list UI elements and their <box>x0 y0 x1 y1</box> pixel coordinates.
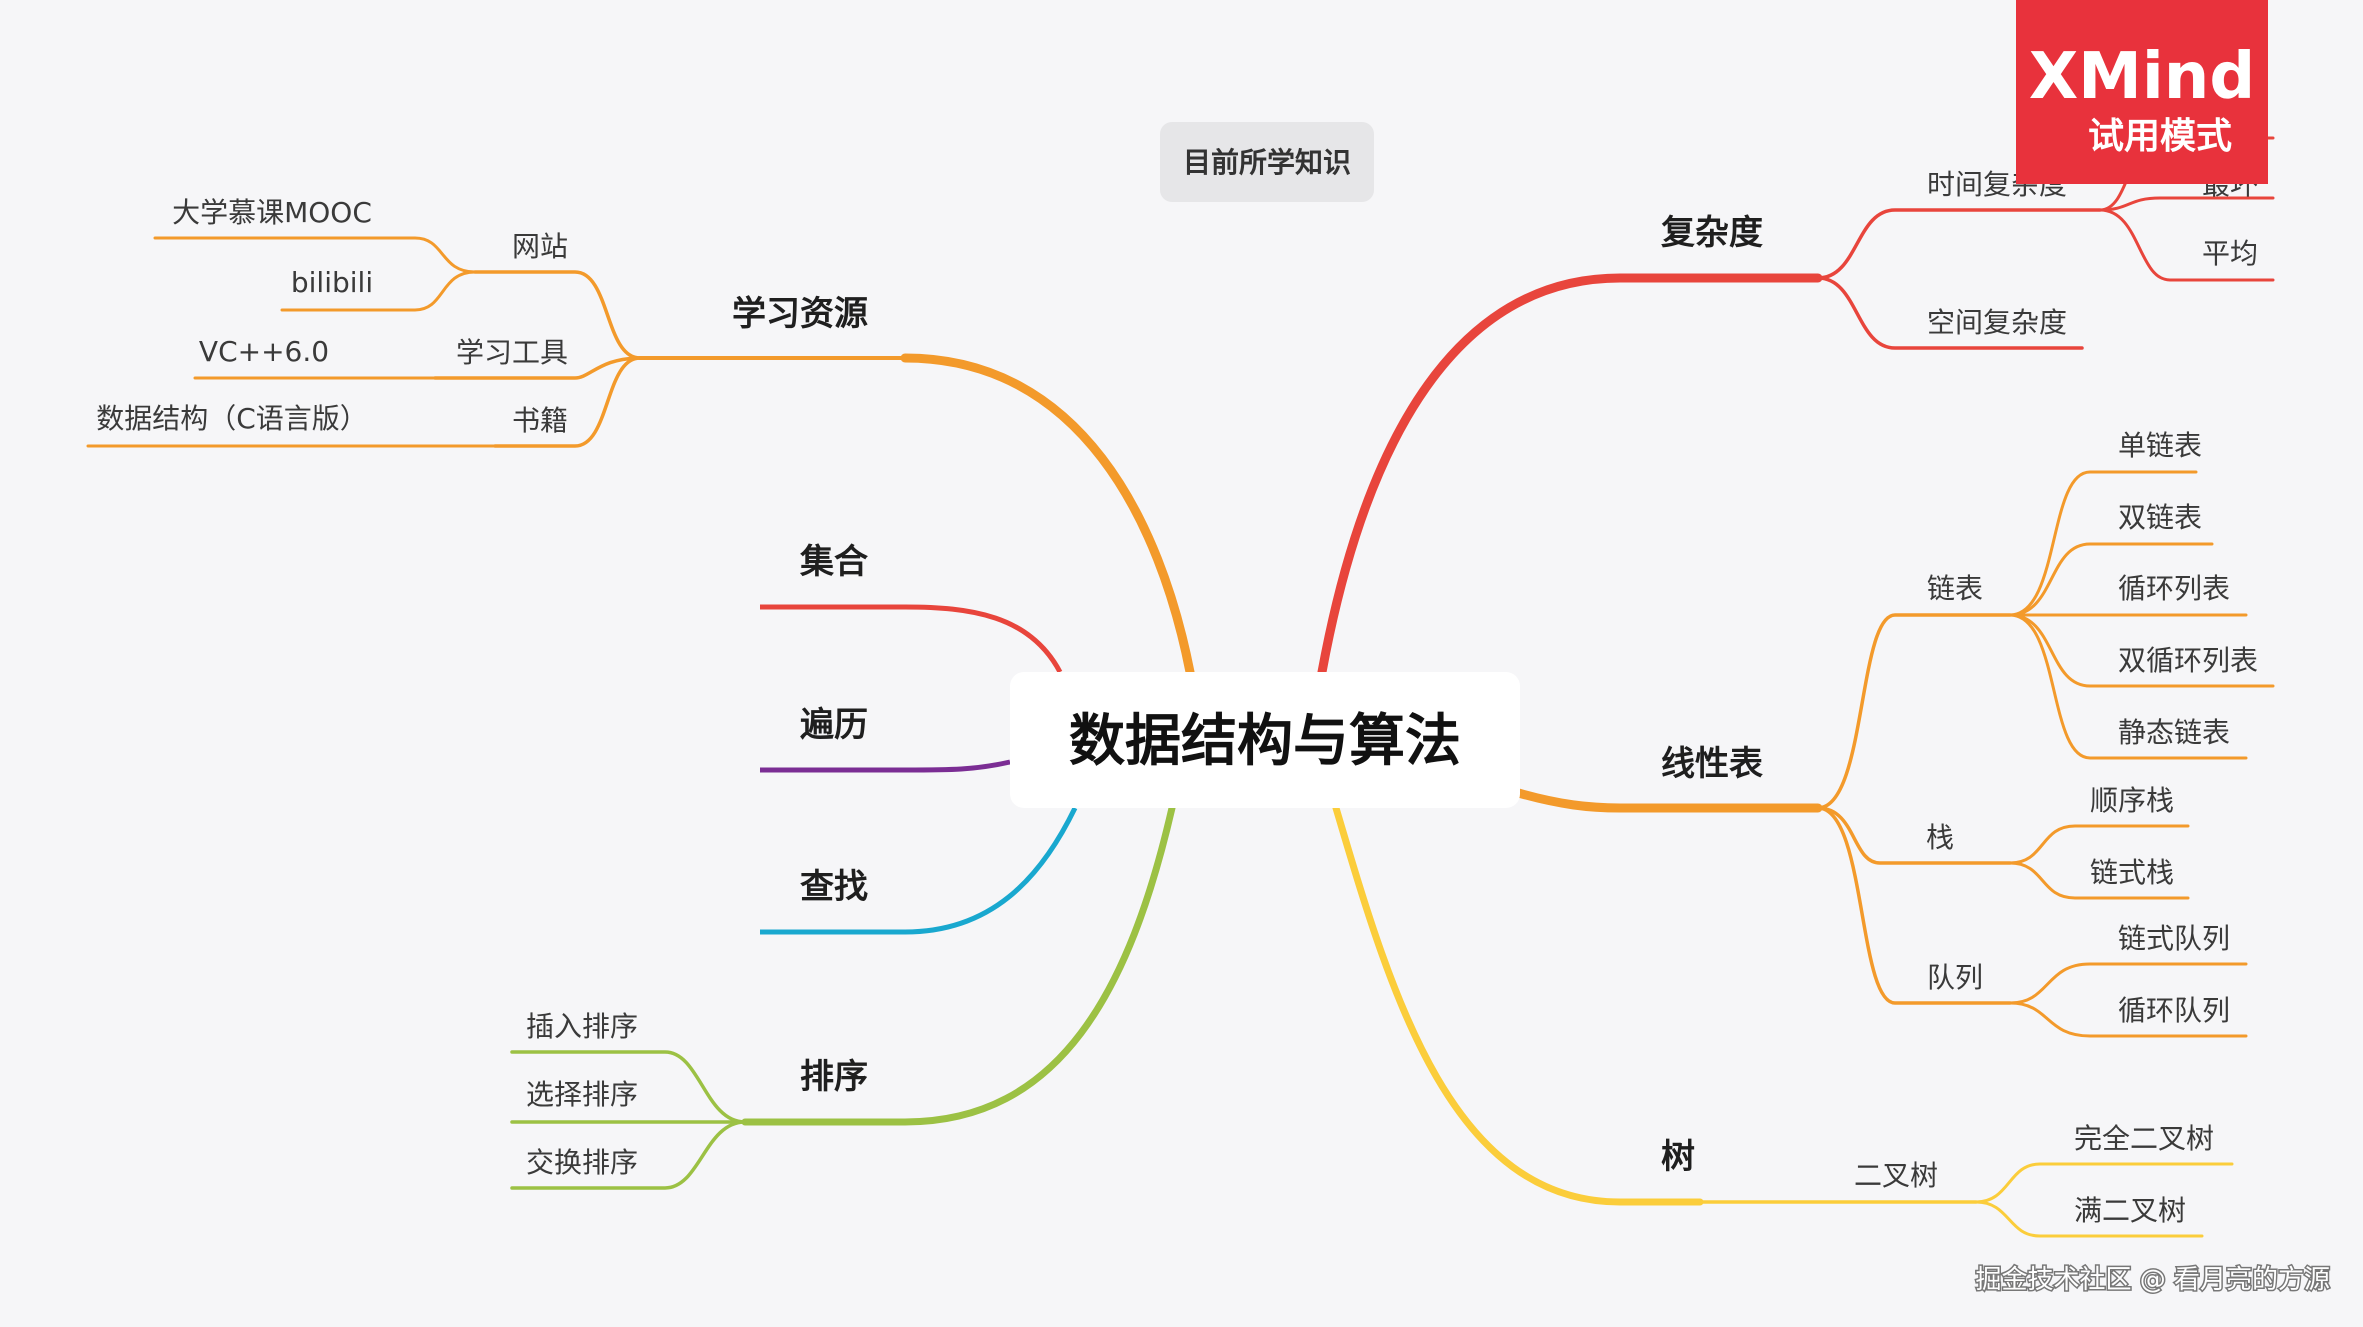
central-topic-label: 数据结构与算法 <box>1069 709 1461 774</box>
floating-topic[interactable]: 目前所学知识 <box>1160 122 1374 202</box>
connector-website <box>473 270 642 360</box>
floating-topic-label: 目前所学知识 <box>1183 146 1351 179</box>
topic-complexity[interactable]: 复杂度 <box>1661 213 1763 253</box>
topic-stack[interactable]: 栈 <box>1926 821 1954 854</box>
topic-circular-list[interactable]: 循环列表 <box>2118 572 2230 605</box>
connector-full <box>1974 1200 2204 1238</box>
xmind-trial-watermark: XMind 试用模式 <box>2016 0 2268 184</box>
topic-select-sort[interactable]: 选择排序 <box>526 1078 638 1111</box>
connector-seq-stack <box>2008 824 2190 865</box>
connector-worst <box>2098 196 2275 212</box>
topic-search[interactable]: 查找 <box>800 867 868 907</box>
connector-link-queue <box>2008 962 2248 1005</box>
topic-linear-list[interactable]: 线性表 <box>1661 744 1763 784</box>
connector-main-tree <box>1332 804 1704 1206</box>
connector-stack <box>1816 806 2012 865</box>
topic-space-complexity[interactable]: 空间复杂度 <box>1927 306 2067 339</box>
connector-traversal <box>760 759 1011 773</box>
connector-swap-sort <box>510 1120 747 1190</box>
topic-learning-resources[interactable]: 学习资源 <box>732 294 868 334</box>
branch-tree <box>1332 804 2234 1238</box>
connector-book <box>493 356 642 448</box>
topic-sorting[interactable]: 排序 <box>800 1057 868 1097</box>
topic-linked-list[interactable]: 链表 <box>1927 572 1983 605</box>
connector-space <box>1816 276 2084 350</box>
topic-complete-binary[interactable]: 完全二叉树 <box>2074 1122 2214 1155</box>
connector-static <box>2008 613 2248 760</box>
topic-circular-queue[interactable]: 循环队列 <box>2118 994 2230 1027</box>
connector-insert-sort <box>510 1050 747 1124</box>
topic-traversal[interactable]: 遍历 <box>800 705 868 745</box>
connector-link-stack <box>2008 861 2190 900</box>
central-topic[interactable]: 数据结构与算法 <box>1010 672 1520 808</box>
topic-singly-linked[interactable]: 单链表 <box>2118 429 2202 462</box>
connector-bilibili <box>280 270 477 312</box>
topic-full-binary[interactable]: 满二叉树 <box>2074 1194 2186 1227</box>
topic-static-linked[interactable]: 静态链表 <box>2118 716 2230 749</box>
topic-insert-sort[interactable]: 插入排序 <box>526 1010 638 1043</box>
connector-mooc <box>153 236 477 274</box>
topic-book[interactable]: 书籍 <box>512 404 568 437</box>
watermark-subtitle: 试用模式 <box>2088 116 2232 157</box>
topic-double-circular[interactable]: 双循环列表 <box>2118 644 2258 677</box>
branch-linear-list <box>1510 470 2275 1038</box>
connector-main-learning <box>900 353 1195 677</box>
watermark-title: XMind <box>2029 40 2255 114</box>
topic-mooc[interactable]: 大学慕课MOOC <box>172 196 372 229</box>
connector-tool <box>433 356 642 380</box>
topic-queue[interactable]: 队列 <box>1927 961 1983 994</box>
topic-swap-sort[interactable]: 交换排序 <box>526 1146 638 1179</box>
connector-queue <box>1816 806 2012 1005</box>
branch-sorting <box>510 804 1176 1190</box>
connector-average <box>2098 208 2275 282</box>
connector-doubly <box>2008 542 2214 617</box>
connector-circ-queue <box>2008 1001 2248 1038</box>
footer-credit: 掘金技术社区 @ 看月亮的方源 <box>1975 1265 2330 1295</box>
connector-singly <box>2008 470 2198 617</box>
connector-set <box>760 604 1063 674</box>
branch-learning-resources <box>86 236 1195 677</box>
topic-tool[interactable]: 学习工具 <box>456 336 568 369</box>
topic-tree[interactable]: 树 <box>1661 1137 1695 1177</box>
topic-average[interactable]: 平均 <box>2202 237 2258 270</box>
topic-vc[interactable]: VC++6.0 <box>199 335 329 368</box>
topic-set[interactable]: 集合 <box>799 542 868 582</box>
topic-doubly-linked[interactable]: 双链表 <box>2118 501 2202 534</box>
connector-main-sorting <box>741 804 1176 1126</box>
connector-search <box>760 806 1078 935</box>
connector-main-linear <box>1510 787 1823 813</box>
connector-linked <box>1816 613 2012 810</box>
topic-bilibili[interactable]: bilibili <box>291 266 373 299</box>
topic-linked-queue[interactable]: 链式队列 <box>2118 922 2230 955</box>
topic-book-child[interactable]: 数据结构（C语言版） <box>96 402 368 435</box>
connector-complete <box>1974 1162 2234 1204</box>
topic-website[interactable]: 网站 <box>512 230 568 263</box>
topic-linked-stack[interactable]: 链式栈 <box>2090 856 2174 889</box>
topic-binary-tree[interactable]: 二叉树 <box>1854 1159 1938 1192</box>
connector-time <box>1816 208 2102 280</box>
connector-main-complexity <box>1317 273 1823 677</box>
topic-sequential-stack[interactable]: 顺序栈 <box>2090 784 2174 817</box>
